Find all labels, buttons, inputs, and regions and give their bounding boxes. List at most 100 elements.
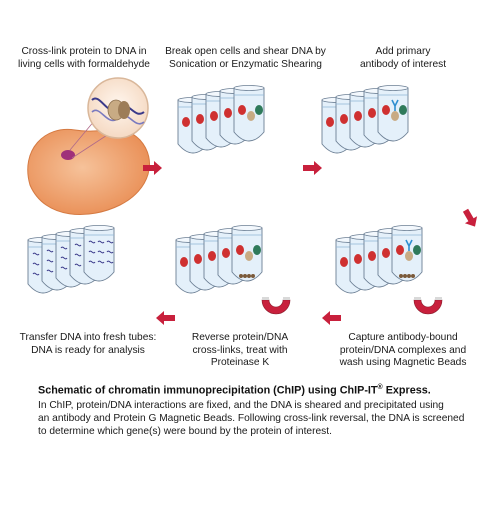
magnet-pole-right [435, 297, 442, 300]
tube-body [84, 228, 114, 281]
cell-shape [28, 129, 150, 214]
step-6-line-1: Transfer DNA into fresh tubes: [8, 332, 168, 345]
protein-red [340, 114, 348, 124]
protein-red [194, 254, 202, 264]
magnets [262, 297, 442, 314]
step-2-line-2: Sonication or Enzymatic Shearing [158, 59, 333, 72]
protein-red [354, 111, 362, 121]
caption-title: Schematic of chromatin immunoprecipitati… [38, 384, 478, 397]
arrow-shape [156, 311, 175, 325]
magnetic-bead [399, 274, 403, 278]
protein-tan [391, 111, 399, 121]
arrow-step-3-to-4 [459, 207, 481, 230]
protein-red [236, 245, 244, 255]
magnet-icon [262, 300, 290, 314]
step-1-label: Cross-link protein to DNA in living cell… [14, 46, 154, 71]
magnet-icon [414, 300, 442, 314]
caption-line-2: an antibody and Protein G Magnetic Beads… [38, 412, 478, 425]
arrow-step-4-to-5 [322, 311, 341, 325]
magnet-capture [414, 297, 442, 314]
protein-red [382, 105, 390, 115]
protein-red [382, 248, 390, 258]
step-5-line-3: Proteinase K [170, 357, 310, 370]
protein-red [196, 114, 204, 124]
protein-green [413, 245, 421, 255]
figure-caption: Schematic of chromatin immunoprecipitati… [38, 384, 478, 438]
protein-red [208, 251, 216, 261]
tubes-purified-dna [28, 226, 114, 294]
step-4-line-1: Capture antibody-bound [328, 332, 478, 345]
protein-green [255, 105, 263, 115]
protein-red [222, 248, 230, 258]
tube-rim [378, 86, 408, 91]
tubes-sheared [178, 86, 264, 154]
arrow-step-2-to-3 [303, 161, 322, 175]
step-6-label: Transfer DNA into fresh tubes: DNA is re… [8, 332, 168, 357]
magnetic-bead [403, 274, 407, 278]
tube-rim [84, 226, 114, 231]
cell-with-zoom-illustration [28, 78, 150, 215]
protein-red [182, 117, 190, 127]
tube [378, 86, 408, 142]
magnetic-bead [243, 274, 247, 278]
magnet-pole-right [283, 297, 290, 300]
tubes-antibody [322, 86, 408, 154]
protein-red [368, 108, 376, 118]
step-3-line-1: Add primary [338, 46, 468, 59]
arrow-shape [303, 161, 322, 175]
step-5-label: Reverse protein/DNA cross-links, treat w… [170, 332, 310, 370]
protein-red [180, 257, 188, 267]
step-1-line-2: living cells with formaldehyde [14, 59, 154, 72]
tubes-reverse-crosslink [176, 226, 262, 294]
step-3-label: Add primary antibody of interest [338, 46, 468, 71]
tube [84, 226, 114, 282]
caption-line-3: to determine which gene(s) were bound by… [38, 425, 478, 438]
protein-green [253, 245, 261, 255]
step-4-label: Capture antibody-bound protein/DNA compl… [328, 332, 478, 370]
protein-red [354, 254, 362, 264]
step-4-line-3: wash using Magnetic Beads [328, 357, 478, 370]
tube-rim [232, 226, 262, 231]
caption-title-text: Schematic of chromatin immunoprecipitati… [38, 385, 378, 397]
tube [232, 226, 262, 282]
step-3-line-2: antibody of interest [338, 59, 468, 72]
caption-line-1: In ChIP, protein/DNA interactions are fi… [38, 399, 478, 412]
arrow-step-5-to-6 [156, 311, 175, 325]
protein-red [368, 251, 376, 261]
arrow-shape [459, 207, 481, 230]
magnet-pole-left [262, 297, 269, 300]
protein-red [224, 108, 232, 118]
protein-tan [247, 111, 255, 121]
tube-rim [392, 226, 422, 231]
magnetic-bead [411, 274, 415, 278]
step-6-line-2: DNA is ready for analysis [8, 345, 168, 358]
step-4-line-2: protein/DNA complexes and [328, 345, 478, 358]
magnet-pole-left [414, 297, 421, 300]
tube [392, 226, 422, 282]
nucleus-spot [61, 150, 75, 160]
caption-title-suffix: Express. [383, 385, 431, 397]
protein-brown [118, 101, 130, 119]
tubes-magnetic-capture [336, 226, 422, 294]
magnet-reverse [262, 297, 290, 314]
magnetic-bead [239, 274, 243, 278]
magnetic-bead [251, 274, 255, 278]
protein-red [396, 245, 404, 255]
step-5-line-1: Reverse protein/DNA [170, 332, 310, 345]
magnetic-bead [247, 274, 251, 278]
arrow-shape [322, 311, 341, 325]
protein-tan [245, 251, 253, 261]
step-2-line-1: Break open cells and shear DNA by [158, 46, 333, 59]
protein-red [238, 105, 246, 115]
step-1-line-1: Cross-link protein to DNA in [14, 46, 154, 59]
tube-rim [234, 86, 264, 91]
protein-red [210, 111, 218, 121]
tube [234, 86, 264, 142]
magnetic-bead [407, 274, 411, 278]
protein-red [326, 117, 334, 127]
protein-red [340, 257, 348, 267]
step-5-line-2: cross-links, treat with [170, 345, 310, 358]
protein-green [399, 105, 407, 115]
step-2-label: Break open cells and shear DNA by Sonica… [158, 46, 333, 71]
